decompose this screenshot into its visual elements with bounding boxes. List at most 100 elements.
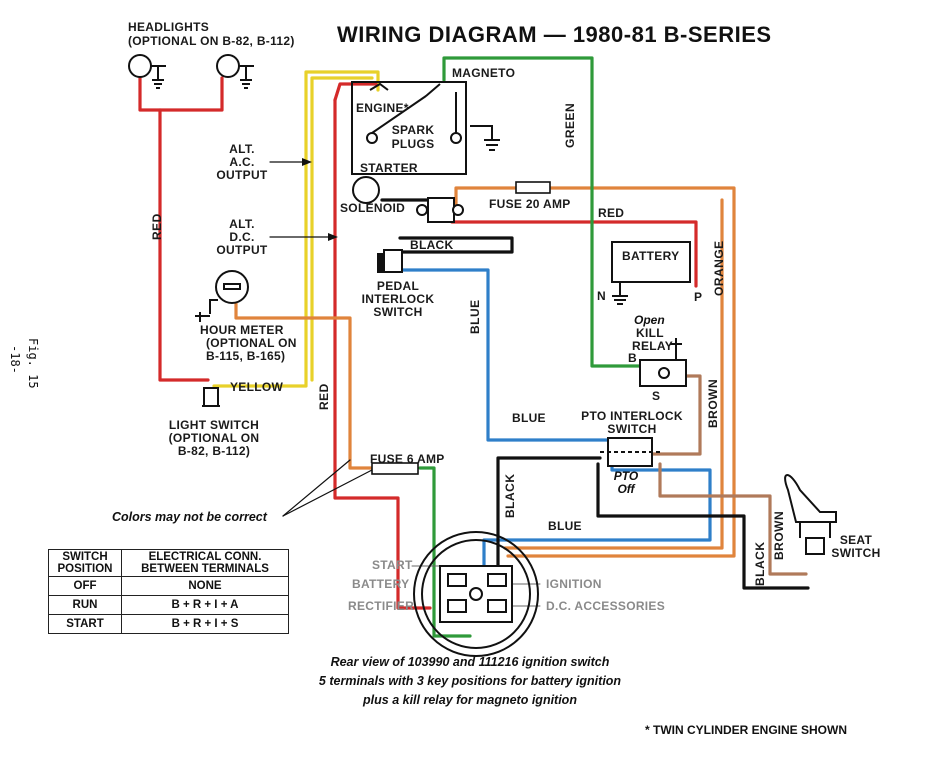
headlights-label: HEADLIGHTS	[128, 20, 209, 34]
wire-blue	[396, 268, 614, 442]
wire-label-blue-horizontal: BLUE	[512, 411, 546, 425]
table-cell: RUN	[48, 595, 122, 615]
pto-switch-label-1: PTO INTERLOCK	[581, 409, 683, 423]
light-switch-label-3: B-82, B-112)	[177, 444, 251, 458]
headlight-right-icon	[216, 54, 254, 89]
battery-label: BATTERY	[622, 249, 680, 263]
diagram-title: WIRING DIAGRAM — 1980-81 B-SERIES	[337, 22, 772, 47]
terminal-battery-label: BATTERY	[352, 577, 410, 591]
wire-label-blue-low: BLUE	[548, 519, 582, 533]
wire-black-solenoid	[398, 236, 514, 254]
wire-orange	[454, 186, 736, 558]
pto-switch-label-2: SWITCH	[607, 422, 657, 436]
wire-label-red-top: RED	[598, 206, 625, 220]
wire-label-blue-vertical: BLUE	[468, 299, 482, 334]
wire-brown-seat	[658, 462, 808, 576]
alt-dc-arrowhead	[328, 233, 338, 241]
pto-off-label-2: Off	[617, 482, 635, 496]
spark-plugs-label-1: SPARK	[391, 123, 435, 137]
wire-label-brown-2: BROWN	[772, 510, 786, 560]
starter-label: STARTER	[360, 161, 418, 175]
hour-meter-label-2: (OPTIONAL ON	[206, 336, 297, 350]
wire-black-mid	[496, 456, 602, 568]
wire-label-red-left: RED	[150, 213, 164, 240]
wire-orange-inner	[503, 198, 724, 550]
pedal-switch-icon	[377, 249, 403, 273]
alt-dc-label-1: ALT.	[229, 217, 255, 231]
headlight-left-icon	[128, 54, 166, 89]
footnote: * TWIN CYLINDER ENGINE SHOWN	[645, 723, 848, 737]
wire-yellow-2	[310, 76, 374, 382]
fuse-20-label: FUSE 20 AMP	[489, 197, 571, 211]
kill-relay-label-2: RELAY	[632, 339, 674, 353]
table-cell: B + R + I + A	[121, 595, 289, 615]
wire-yellow	[212, 70, 380, 388]
table-header-row: SWITCH POSITION ELECTRICAL CONN. BETWEEN…	[48, 549, 289, 577]
table-row: OFF NONE	[48, 576, 289, 596]
terminal-dc-accessories-label: D.C. ACCESSORIES	[546, 599, 666, 613]
seat-icon	[784, 474, 837, 555]
wire-orange-hour	[234, 294, 374, 470]
alt-dc-label-2: D.C.	[229, 230, 255, 244]
wire-label-green: GREEN	[563, 102, 577, 148]
alt-dc-label-3: OUTPUT	[216, 243, 268, 257]
wire-label-orange: ORANGE	[712, 240, 726, 296]
wire-green	[442, 56, 642, 368]
ignition-switch-icon	[413, 531, 539, 657]
table-header-electrical-conn: ELECTRICAL CONN. BETWEEN TERMINALS	[121, 549, 289, 577]
caption-line-1: Rear view of 103990 and 111216 ignition …	[330, 655, 610, 669]
seat-switch-label-1: SEAT	[839, 533, 873, 547]
switch-position-table: SWITCH POSITION ELECTRICAL CONN. BETWEEN…	[48, 549, 289, 634]
colors-note-line-2	[282, 469, 373, 517]
pedal-switch-label-1: PEDAL	[376, 279, 420, 293]
kill-relay-open-label: Open	[634, 313, 665, 327]
table-cell: START	[48, 614, 122, 634]
wire-label-black-seat: BLACK	[753, 541, 767, 587]
kill-relay-label-1: KILL	[636, 326, 664, 340]
fuse-20-icon	[515, 181, 551, 194]
kill-relay-b-label: B	[628, 351, 637, 365]
wire-red-mid	[333, 98, 432, 610]
headlights-note-label: (OPTIONAL ON B-82, B-112)	[128, 34, 295, 48]
wire-red-mid-link	[333, 82, 378, 102]
solenoid-icon	[416, 197, 464, 223]
fuse-6-icon	[371, 462, 419, 475]
wire-label-black-mid: BLACK	[503, 473, 517, 519]
hour-meter-label-1: HOUR METER	[200, 323, 284, 337]
table-cell: OFF	[48, 576, 122, 596]
colors-note: Colors may not be correct	[112, 510, 267, 524]
wire-label-yellow: YELLOW	[230, 380, 284, 394]
table-header-switch-position: SWITCH POSITION	[48, 549, 122, 577]
light-switch-label-1: LIGHT SWITCH	[168, 418, 260, 432]
wire-label-black-solenoid: BLACK	[410, 238, 454, 252]
table-cell: B + R + I + S	[121, 614, 289, 634]
terminal-start-label: START	[372, 558, 413, 572]
alt-ac-label-3: OUTPUT	[216, 168, 268, 182]
table-row: RUN B + R + I + A	[48, 595, 289, 615]
pto-switch-icon	[600, 437, 660, 467]
wire-label-red-mid: RED	[317, 383, 331, 410]
wire-red-battery	[450, 220, 698, 288]
spark-plugs-label-2: PLUGS	[391, 137, 435, 151]
wire-red-headlights	[138, 76, 224, 112]
solenoid-label: SOLENOID	[340, 201, 406, 215]
alt-ac-arrowhead	[302, 158, 312, 166]
terminal-rectifier-label: RECTIFIER	[348, 599, 415, 613]
light-switch-icon	[202, 387, 220, 407]
starter-icon	[352, 176, 380, 204]
caption-line-3: plus a kill relay for magneto ignition	[363, 693, 577, 707]
engine-label: ENGINE*	[356, 101, 409, 115]
light-switch-label-2: (OPTIONAL ON	[168, 431, 260, 445]
table-row: START B + R + I + S	[48, 614, 289, 634]
alt-ac-label-1: ALT.	[229, 142, 255, 156]
figure-number: Fig. 15	[26, 338, 40, 389]
terminal-ignition-label: IGNITION	[546, 577, 602, 591]
pedal-switch-label-3: SWITCH	[373, 305, 423, 319]
kill-relay-icon	[639, 338, 687, 387]
wire-red-left	[158, 108, 210, 382]
wire-label-brown-1: BROWN	[706, 378, 720, 428]
kill-relay-s-label: S	[652, 389, 661, 403]
caption-line-2: 5 terminals with 3 key positions for bat…	[318, 674, 622, 688]
